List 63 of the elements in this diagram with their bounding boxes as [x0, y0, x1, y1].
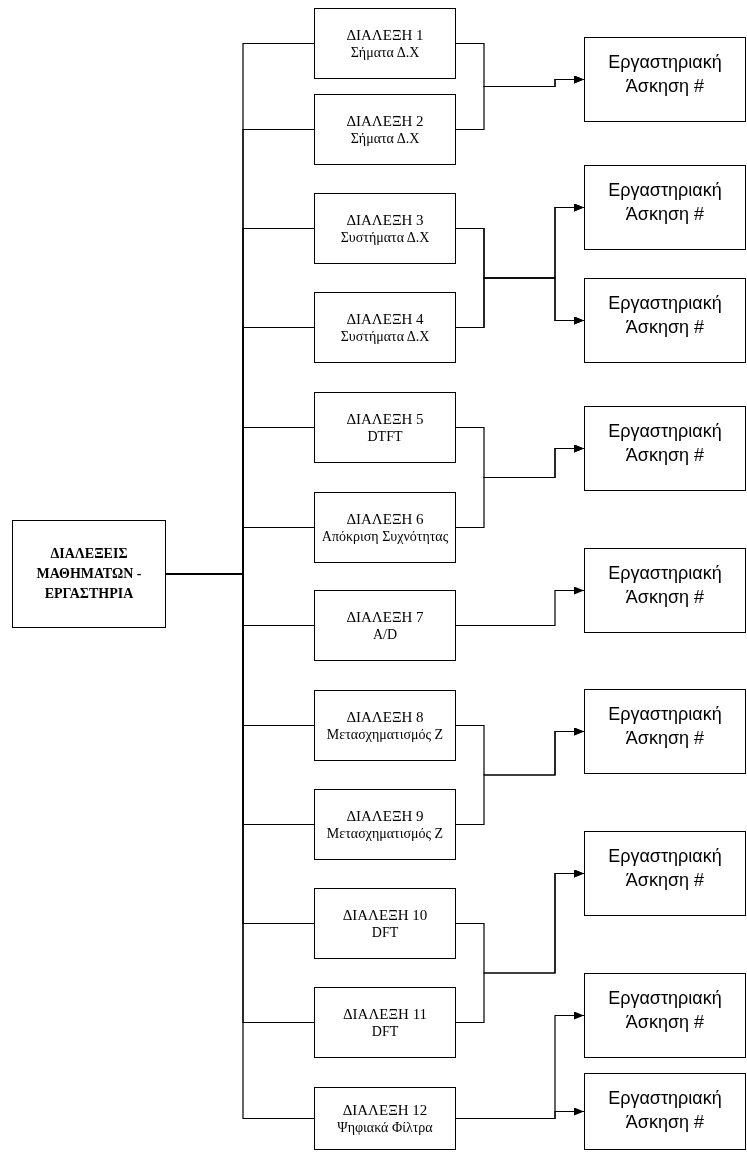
lecture-number: ΔΙΑΛΕΞΗ 12: [342, 1100, 428, 1120]
lab-box: [584, 1073, 746, 1150]
lecture-box: [314, 292, 456, 363]
lecture-number: ΔΙΑΛΕΞΗ 1: [346, 25, 424, 45]
lecture-box: [314, 392, 456, 463]
lecture-box: [314, 8, 456, 79]
lecture-number: ΔΙΑΛΕΞΗ 6: [346, 509, 424, 529]
lab-exercise-label: Εργαστηριακή Άσκηση #: [607, 703, 723, 751]
lecture-box: [314, 193, 456, 264]
lab-box: [584, 406, 746, 491]
lecture-topic: Σήματα Δ.Χ: [349, 45, 421, 62]
lecture-box: [314, 987, 456, 1058]
lecture-box: [314, 94, 456, 165]
lecture-topic: DFT: [370, 1024, 400, 1041]
lecture-number: ΔΙΑΛΕΞΗ 11: [342, 1004, 428, 1024]
lab-box: [584, 689, 746, 774]
lecture-topic: Ψηφιακά Φίλτρα: [336, 1120, 434, 1137]
connector: [455, 1107, 585, 1120]
lecture-number: ΔΙΑΛΕΞΗ 7: [346, 607, 424, 627]
connector: [455, 75, 585, 131]
root-box: [12, 520, 166, 628]
lab-exercise-label: Εργαστηριακή Άσκηση #: [607, 420, 723, 468]
lab-box: [584, 165, 746, 250]
lecture-topic: Μετασχηματισμός Z: [325, 826, 445, 843]
lecture-number: ΔΙΑΛΕΞΗ 4: [346, 309, 424, 329]
lab-exercise-label: Εργαστηριακή Άσκηση #: [607, 292, 723, 340]
lab-box: [584, 548, 746, 633]
connector: [455, 444, 585, 529]
lab-box: [584, 831, 746, 916]
lab-exercise-label: Εργαστηριακή Άσκηση #: [607, 179, 723, 227]
lecture-box: [314, 1087, 456, 1150]
connector: [455, 869, 585, 1024]
connector: [455, 727, 585, 826]
lecture-box: [314, 888, 456, 959]
lecture-box: [314, 492, 456, 563]
lecture-number: ΔΙΑΛΕΞΗ 10: [342, 905, 428, 925]
lecture-topic: DTFT: [366, 429, 404, 446]
lecture-topic: Απόκριση Συχνότητας: [320, 529, 450, 546]
lecture-number: ΔΙΑΛΕΞΗ 8: [346, 707, 424, 727]
lab-exercise-label: Εργαστηριακή Άσκηση #: [607, 562, 723, 610]
lecture-topic: Συστήματα Δ.Χ: [339, 329, 431, 346]
connector: [455, 586, 585, 627]
lab-box: [584, 278, 746, 363]
lab-exercise-label: Εργαστηριακή Άσκηση #: [607, 51, 723, 99]
lecture-topic: Συστήματα Δ.Χ: [339, 230, 431, 247]
connector: [455, 277, 585, 329]
lecture-topic: Σήματα Δ.Χ: [349, 131, 421, 148]
lecture-topic: Μετασχηματισμός Z: [325, 727, 445, 744]
lab-exercise-label: Εργαστηριακή Άσκηση #: [607, 987, 723, 1035]
lecture-box: [314, 590, 456, 661]
lab-box: [584, 973, 746, 1058]
lab-exercise-label: Εργαστηριακή Άσκηση #: [607, 1087, 723, 1135]
lecture-number: ΔΙΑΛΕΞΗ 2: [346, 111, 424, 131]
lecture-number: ΔΙΑΛΕΞΗ 9: [346, 806, 424, 826]
lecture-box: [314, 789, 456, 860]
lecture-topic: DFT: [370, 925, 400, 942]
lecture-number: ΔΙΑΛΕΞΗ 3: [346, 210, 424, 230]
lecture-topic: A/D: [371, 627, 399, 644]
lab-box: [584, 37, 746, 122]
lecture-box: [314, 690, 456, 761]
lecture-number: ΔΙΑΛΕΞΗ 5: [346, 409, 424, 429]
lab-exercise-label: Εργαστηριακή Άσκηση #: [607, 845, 723, 893]
root-title: ΔΙΑΛΕΞΕΙΣ ΜΑΘΗΜΑΤΩΝ - ΕΡΓΑΣΤΗΡΙΑ: [35, 544, 143, 604]
